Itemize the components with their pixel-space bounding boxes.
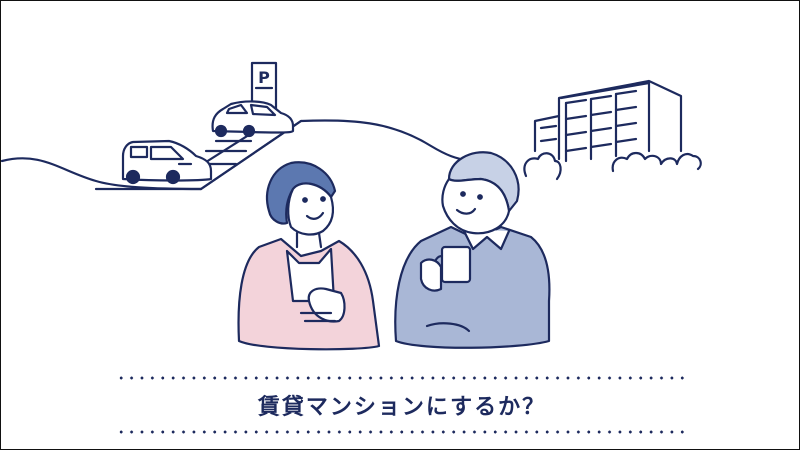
man-figure <box>394 151 551 349</box>
van-icon <box>121 139 213 185</box>
apartment-building-icon <box>533 79 683 163</box>
trees-icon <box>523 151 702 181</box>
parked-car-icon <box>211 100 295 138</box>
dotted-divider-bottom <box>116 430 688 434</box>
parking-sign-letter: P <box>258 68 270 87</box>
dotted-divider-top <box>116 376 688 380</box>
woman-figure <box>237 161 381 351</box>
caption-box: 賃貸マンションにするか？ <box>116 373 688 437</box>
caption-text: 賃貸マンションにするか？ <box>257 395 547 420</box>
